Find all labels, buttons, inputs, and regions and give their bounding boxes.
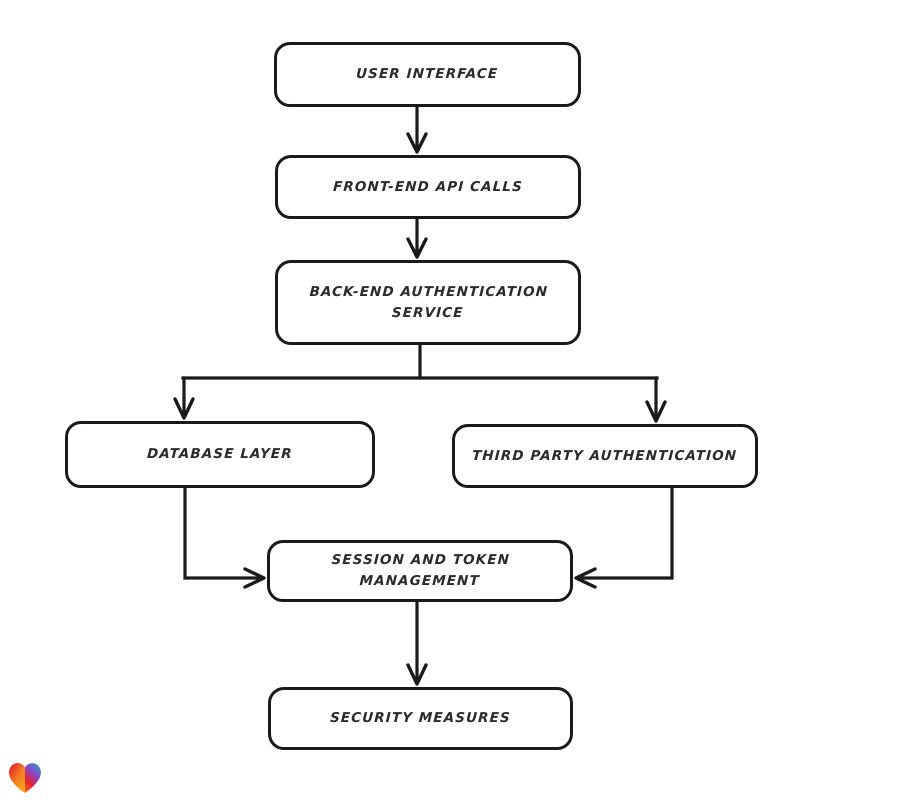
node-label: Third party authentication: [472, 447, 739, 464]
node-label: Back-end authentication service: [308, 283, 549, 321]
node-label: User Interface: [355, 66, 500, 83]
edge-backend-auth-split: [173, 343, 667, 423]
edge-user-interface-to-frontend-api: [406, 105, 428, 154]
node-backend-authentication-service[interactable]: Back-end authentication service: [275, 260, 581, 345]
node-label: Database layer: [146, 446, 294, 463]
node-label: Front-end API calls: [332, 178, 524, 195]
node-label: Session and token management: [330, 552, 511, 589]
heart-logo: [9, 763, 41, 793]
node-frontend-api[interactable]: Front-end API calls: [275, 155, 581, 219]
node-label: Security measures: [329, 710, 512, 727]
node-database-layer[interactable]: Database layer: [65, 421, 375, 488]
edge-session-token-to-security-measures: [406, 600, 428, 686]
edge-frontend-api-to-backend-auth: [406, 217, 428, 259]
node-security-measures[interactable]: Security measures: [268, 687, 573, 750]
node-third-party-authentication[interactable]: Third party authentication: [452, 424, 758, 488]
node-user-interface[interactable]: User Interface: [274, 42, 581, 107]
edge-database-layer-to-session-token: [183, 486, 266, 589]
edge-third-party-auth-to-session-token: [574, 486, 674, 589]
node-session-and-token-management[interactable]: Session and token management: [267, 540, 573, 602]
